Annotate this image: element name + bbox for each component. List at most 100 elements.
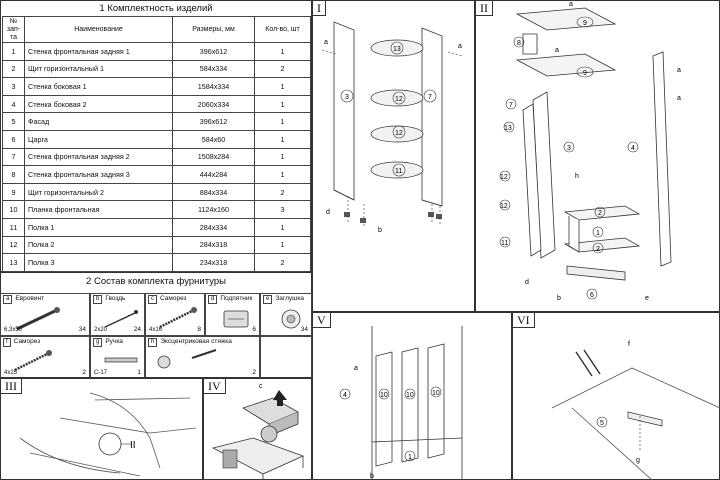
step-II-letter-d: d <box>525 279 529 286</box>
part-name: Стенка боковая 1 <box>24 77 173 96</box>
hardware-name: Саморез <box>160 295 187 302</box>
part-qty: 1 <box>254 235 311 255</box>
hardware-qty: 34 <box>78 326 86 333</box>
hardware-qty: 6 <box>252 326 256 333</box>
step-I-part-3: 3 <box>345 94 349 101</box>
part-qty: 1 <box>254 147 311 167</box>
step-IV-label: IV <box>204 379 226 394</box>
step-II-part-1: 1 <box>596 230 600 237</box>
hardware-size: 4x25 <box>4 370 18 376</box>
step-V-letter-b: b <box>370 473 374 480</box>
hardware-qty: 2 <box>252 369 256 376</box>
step-I-label: I <box>313 1 326 16</box>
part-num: 5 <box>2 112 25 131</box>
screw-icon <box>14 350 52 372</box>
step-II-drawing: 9 8 9 7 13 3 4 12 12 11 2 1 2 6 a a a a … <box>499 1 681 302</box>
step-I-letter-d: d <box>326 209 330 216</box>
hardware-name: Подпятник <box>220 295 253 302</box>
nail-icon <box>104 310 138 328</box>
step-II-part-3: 3 <box>567 145 571 152</box>
hardware-letter: f <box>3 338 11 347</box>
part-qty: 3 <box>254 200 311 219</box>
part-size: 284x334 <box>172 217 255 237</box>
part-name: Полка 2 <box>24 235 173 255</box>
step-V-part-1: 1 <box>408 454 412 461</box>
step-II-letter-a2: a <box>555 47 559 54</box>
step-V-part-10b: 10 <box>406 392 414 399</box>
cap-icon <box>281 309 301 329</box>
step-VI-letter-f: f <box>628 341 630 348</box>
step-II-part-6: 6 <box>590 292 594 299</box>
step-II-part-4: 4 <box>631 145 635 152</box>
parts-section <box>0 0 312 272</box>
part-qty: 1 <box>254 165 311 184</box>
step-II-label: II <box>476 1 493 16</box>
step-II-part-12b: 12 <box>500 203 508 210</box>
hardware-size: С-17 <box>94 370 108 376</box>
step-VI-label: VI <box>513 313 535 328</box>
part-name: Фасад <box>24 112 173 131</box>
step-II-part-11: 11 <box>501 240 508 247</box>
hardware-letter: g <box>93 338 103 347</box>
part-num: 13 <box>2 253 25 272</box>
step-I-part-13: 13 <box>393 46 401 53</box>
part-qty: 1 <box>254 42 311 61</box>
step-III-callout: II <box>130 440 136 451</box>
hardware-empty-cell <box>260 336 312 379</box>
part-num: 1 <box>2 42 25 61</box>
part-name: Стенка фронтальная задняя 1 <box>24 42 173 61</box>
step-II-part-2b: 2 <box>596 246 600 253</box>
hardware-letter: b <box>93 295 103 304</box>
part-qty: 2 <box>254 182 311 202</box>
step-I-letter-a2: a <box>458 43 462 50</box>
part-size: 584x334 <box>172 59 255 79</box>
hardware-letter: e <box>263 295 273 304</box>
step-II-part-2a: 2 <box>598 210 602 217</box>
hardware-section-title: 2 Состав комплекта фурнитуры <box>86 276 226 287</box>
parts-section-title: 1 Комплектность изделий <box>99 3 213 14</box>
part-size: 1584x334 <box>172 77 255 96</box>
part-name: Царга <box>24 129 173 149</box>
step-V-part-4: 4 <box>343 392 347 399</box>
part-size: 396x612 <box>172 42 255 61</box>
step-III-label: III <box>1 379 22 394</box>
part-name: Полка 3 <box>24 253 173 272</box>
part-qty: 1 <box>254 129 311 149</box>
part-num: 3 <box>2 77 25 96</box>
step-V-label: V <box>313 313 331 328</box>
step-VI-drawing: 5 f g <box>551 341 720 480</box>
parts-table: № зап-та Наименование Размеры, мм Кол-во… <box>2 16 311 272</box>
step-II-part-12a: 12 <box>500 174 508 181</box>
step-II-letter-b: b <box>557 295 561 302</box>
step-I-panel <box>312 0 475 312</box>
header-name: Наименование <box>24 16 173 43</box>
part-size: 1124x160 <box>172 200 255 219</box>
step-VI-part-5: 5 <box>600 420 604 427</box>
part-size: 284x318 <box>172 235 255 255</box>
hardware-qty: 1 <box>137 369 141 376</box>
part-num: 6 <box>2 129 25 149</box>
step-I-drawing: 13 12 12 11 3 7 a a d b <box>321 21 463 234</box>
hardware-name: Евровинт <box>15 295 45 302</box>
step-II-part-9a: 9 <box>583 20 587 27</box>
part-size: 2060x334 <box>172 94 255 114</box>
part-name: Стенка боковая 2 <box>24 94 173 114</box>
step-II-part-9b: 9 <box>583 70 587 77</box>
part-size: 444x284 <box>172 165 255 184</box>
